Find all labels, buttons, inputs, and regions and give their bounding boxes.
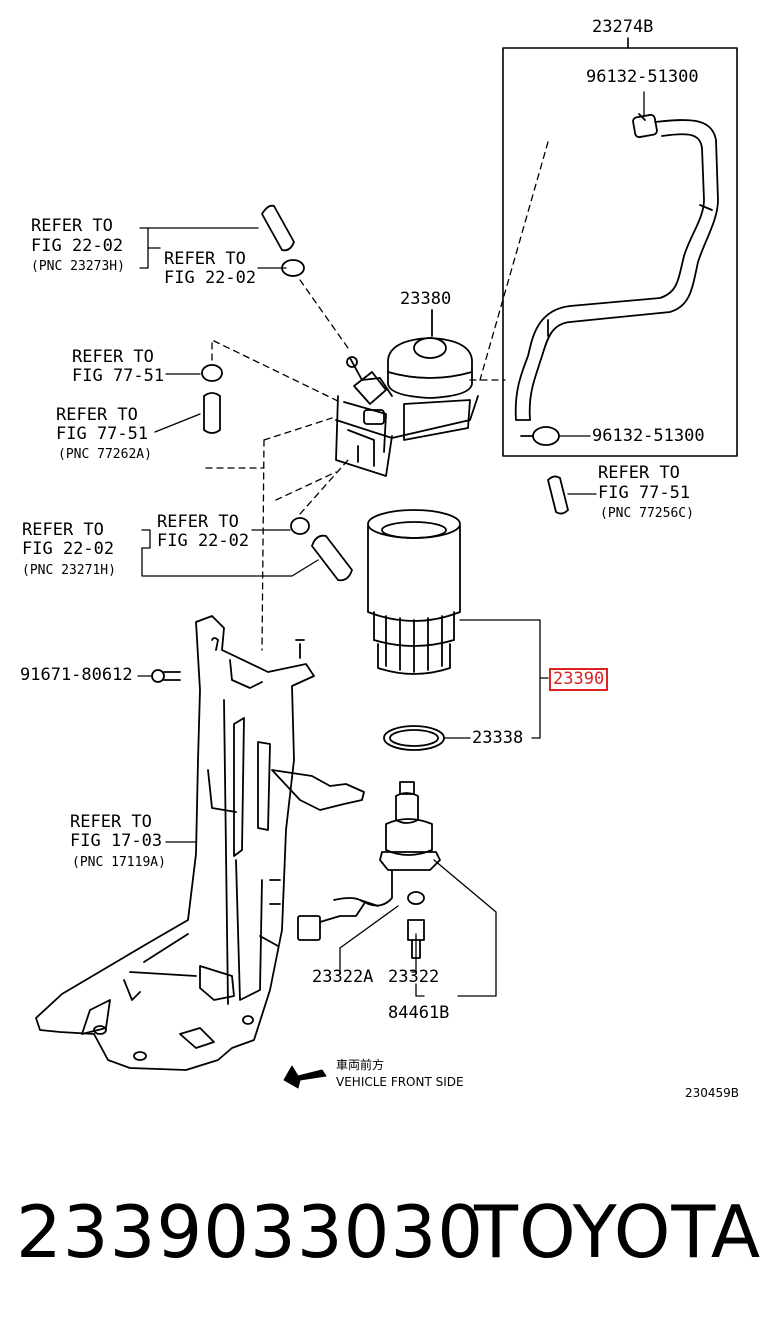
pnc-label: (PNC 17119A) <box>72 855 166 870</box>
valve-assembly-icon <box>335 309 479 477</box>
part-label-23322a: 23322A <box>312 967 374 987</box>
ref-label: REFER TO <box>70 812 152 832</box>
pnc-label: (PNC 77262A) <box>58 447 152 462</box>
part-label-91671: 91671-80612 <box>20 665 133 685</box>
mounting-bracket-icon <box>35 615 365 1071</box>
ref-label: FIG 22-02 <box>31 236 124 256</box>
part-label-23322: 23322 <box>388 967 440 987</box>
reference-brackets <box>139 227 287 433</box>
hose-kit-box <box>502 37 738 457</box>
figure-code: 230459B <box>685 1086 740 1100</box>
part-label-23274b: 23274B <box>592 17 654 37</box>
ref-label: FIG 77-51 <box>72 366 165 386</box>
part-label-23390-highlighted[interactable]: 23390 <box>549 668 609 691</box>
part-label-23338: 23338 <box>472 728 524 748</box>
front-label-jp: 車両前方 <box>336 1058 385 1072</box>
upper-pipe-icon <box>261 204 349 349</box>
part-label-23380: 23380 <box>400 289 452 309</box>
leader-lines <box>469 91 645 437</box>
ref-label: FIG 22-02 <box>164 268 257 288</box>
part-label-84461b: 84461B <box>388 1003 450 1023</box>
ref-label: REFER TO <box>157 512 239 532</box>
clip-pipe-icon <box>141 459 353 582</box>
pnc-label: (PNC 23271H) <box>22 563 116 578</box>
front-label-en: VEHICLE FRONT SIDE <box>336 1075 464 1089</box>
fuel-filter-icon <box>367 509 549 739</box>
part-label-96132-bottom: 96132-51300 <box>592 426 705 446</box>
parts-diagram <box>35 37 738 1089</box>
ref-label: REFER TO <box>22 520 104 540</box>
ref-label: REFER TO <box>72 347 154 367</box>
pnc-label: (PNC 77256C) <box>600 506 694 521</box>
ref-label: REFER TO <box>164 249 246 269</box>
ref-label: REFER TO <box>56 405 138 425</box>
small-pipe-icon <box>547 475 597 515</box>
bolt-icon <box>137 669 181 683</box>
front-arrow-icon <box>283 1065 327 1089</box>
ref-label: FIG 77-51 <box>598 483 691 503</box>
clip-hose-icon <box>201 339 341 434</box>
water-sensor-icon <box>297 781 497 997</box>
ref-label: FIG 17-03 <box>70 831 163 851</box>
fuel-hose-icon <box>514 113 719 446</box>
part-number: 2339033030 <box>16 1190 485 1274</box>
ref-label: FIG 22-02 <box>22 539 115 559</box>
brand-name: TOYOTA <box>474 1190 760 1274</box>
ref-label: REFER TO <box>598 463 680 483</box>
part-label-96132-top: 96132-51300 <box>586 67 699 87</box>
o-ring-icon <box>383 725 471 751</box>
ref-label: FIG 77-51 <box>56 424 149 444</box>
pnc-label: (PNC 23273H) <box>31 259 125 274</box>
ref-label: FIG 22-02 <box>157 531 250 551</box>
ref-label: REFER TO <box>31 216 113 236</box>
